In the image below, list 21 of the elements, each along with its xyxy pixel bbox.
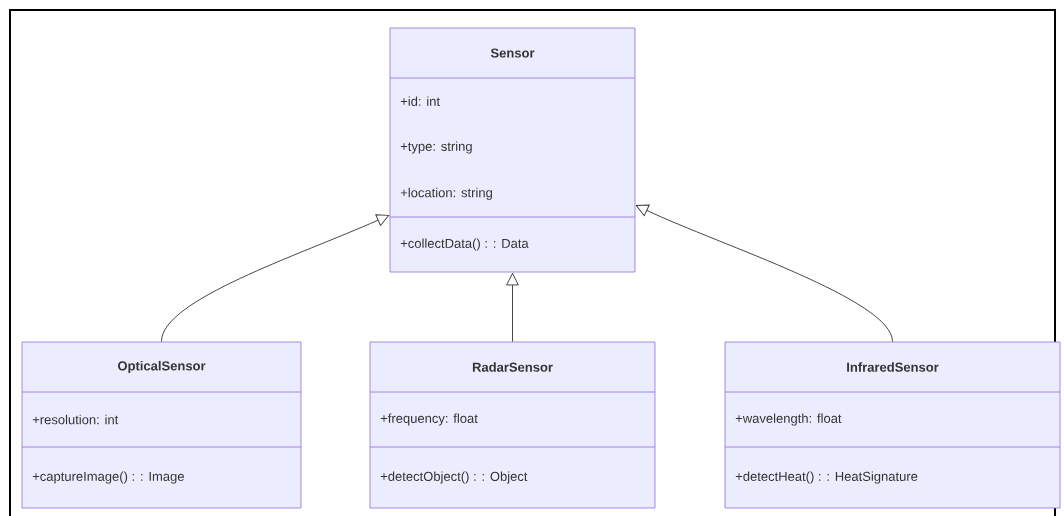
attribute-text: +id: int [400, 96, 440, 106]
class-box [21, 341, 302, 509]
attribute-text: +wavelength: float [735, 413, 842, 426]
attribute-text: +type: string [400, 141, 472, 154]
class-box [389, 27, 636, 273]
class-box [724, 341, 1061, 509]
attribute-text: +location: string [400, 187, 492, 200]
method-text: +collectData() : : Data [400, 238, 529, 251]
inheritance-arrow [506, 272, 519, 343]
inheritance-arrow [635, 204, 893, 343]
class-box [369, 341, 656, 509]
method-text: +detectHeat() : : HeatSignature [735, 471, 918, 484]
method-text: +detectObject() : : Object [380, 471, 528, 484]
class-name: Sensor [490, 48, 535, 58]
class-name: RadarSensor [472, 362, 553, 372]
attribute-text: +resolution: int [32, 414, 119, 425]
class-name: OpticalSensor [117, 360, 206, 374]
attribute-text: +frequency: float [380, 413, 478, 426]
class-name: InfraredSensor [847, 362, 939, 372]
method-text: +captureImage() : : Image [32, 471, 184, 484]
inheritance-arrow [161, 214, 390, 343]
